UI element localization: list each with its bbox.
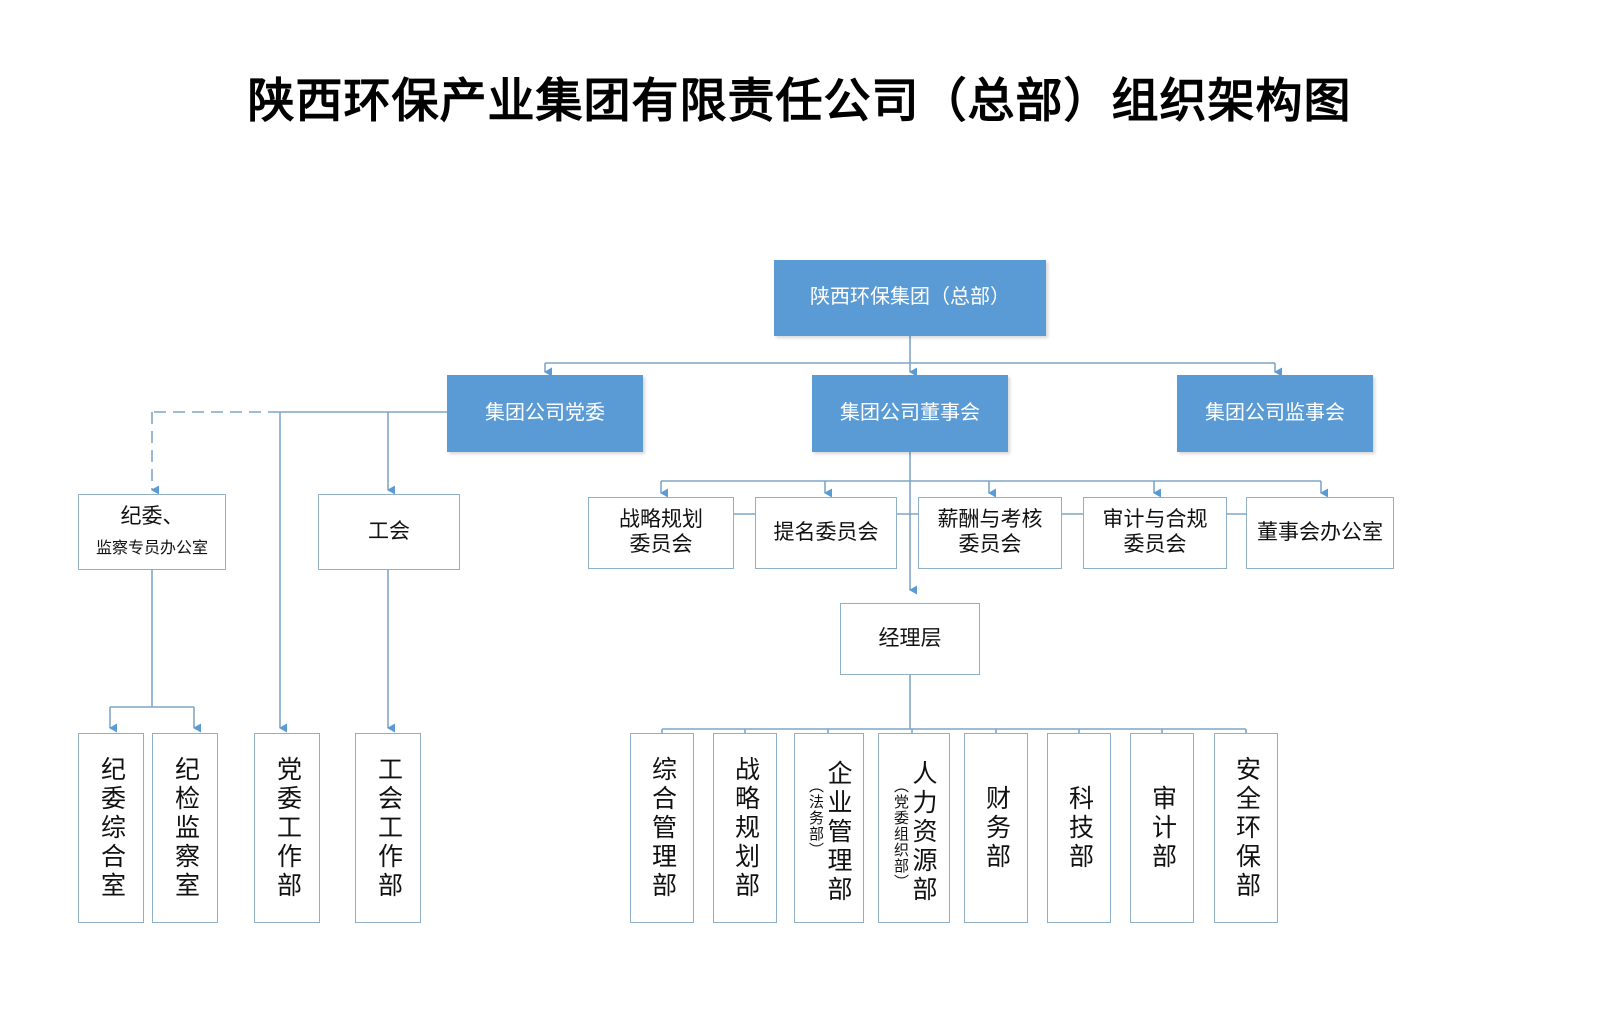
node-dept-general-management[interactable]: 综合管理部 [630, 733, 694, 923]
node-label-line2: 委员会 [1123, 533, 1187, 556]
node-sublabel: 监察专员办公室 [95, 539, 208, 557]
node-label: 科技部 [1065, 784, 1094, 872]
page-title: 陕西环保产业集团有限责任公司（总部）组织架构图 [247, 74, 1352, 129]
node-label: 企业管理部 [824, 760, 852, 905]
node-label: 纪检监察室 [171, 755, 200, 901]
node-remuneration-appraisal-committee[interactable]: 薪酬与考核 委员会 [918, 497, 1062, 569]
node-dept-finance[interactable]: 财务部 [964, 733, 1028, 923]
node-label: 纪委、 [120, 505, 184, 529]
node-dept-union-work[interactable]: 工会工作部 [355, 733, 421, 923]
node-dept-audit[interactable]: 审计部 [1130, 733, 1194, 923]
node-label: 工会工作部 [374, 755, 403, 901]
node-label: 人力资源部 [909, 760, 937, 905]
node-dept-safety-environment[interactable]: 安全环保部 [1214, 733, 1278, 923]
node-dept-enterprise-management[interactable]: 企业管理部 （法务部） [794, 733, 864, 923]
node-label: 财务部 [982, 784, 1011, 872]
node-label-line2: 委员会 [958, 533, 1022, 556]
node-label: 集团公司党委 [485, 401, 605, 424]
node-label: 工会 [368, 519, 410, 543]
node-audit-compliance-committee[interactable]: 审计与合规 委员会 [1083, 497, 1227, 569]
node-label: 纪委综合室 [97, 755, 126, 901]
node-sublabel: （法务部） [807, 778, 824, 858]
node-dept-discipline-general-office[interactable]: 纪委综合室 [78, 733, 144, 923]
node-nomination-committee[interactable]: 提名委员会 [755, 497, 897, 569]
node-dept-human-resources[interactable]: 人力资源部 （党委组织部） [878, 733, 950, 923]
node-party-committee[interactable]: 集团公司党委 [447, 375, 643, 452]
node-label-line2: 委员会 [629, 533, 693, 556]
node-group-headquarters[interactable]: 陕西环保集团（总部） [774, 260, 1046, 336]
node-discipline-commission[interactable]: 纪委、 监察专员办公室 [78, 494, 226, 570]
node-labor-union[interactable]: 工会 [318, 494, 460, 570]
node-label: 审计与合规 [1102, 508, 1208, 532]
node-board-of-directors[interactable]: 集团公司董事会 [812, 375, 1008, 452]
node-sublabel: （党委组织部） [892, 778, 909, 890]
node-label: 经理层 [878, 626, 942, 650]
node-label: 战略规划部 [731, 755, 760, 901]
node-label: 综合管理部 [648, 755, 677, 901]
node-dept-strategic-planning[interactable]: 战略规划部 [713, 733, 777, 923]
node-label: 审计部 [1148, 784, 1177, 872]
node-label: 提名委员会 [773, 520, 879, 544]
node-label: 陕西环保集团（总部） [810, 286, 1010, 309]
node-label: 董事会办公室 [1257, 520, 1383, 544]
node-label: 党委工作部 [273, 755, 302, 901]
node-label: 薪酬与考核 [937, 508, 1043, 532]
node-strategy-planning-committee[interactable]: 战略规划 委员会 [588, 497, 734, 569]
node-dept-discipline-inspection-office[interactable]: 纪检监察室 [152, 733, 218, 923]
node-label: 集团公司董事会 [840, 401, 980, 424]
node-supervisory-board[interactable]: 集团公司监事会 [1177, 375, 1373, 452]
node-label: 战略规划 [619, 508, 703, 532]
node-board-office[interactable]: 董事会办公室 [1246, 497, 1394, 569]
node-label: 集团公司监事会 [1205, 401, 1345, 424]
node-management-layer[interactable]: 经理层 [840, 603, 980, 675]
node-dept-party-work[interactable]: 党委工作部 [254, 733, 320, 923]
node-label: 安全环保部 [1232, 755, 1261, 901]
node-dept-technology[interactable]: 科技部 [1047, 733, 1111, 923]
